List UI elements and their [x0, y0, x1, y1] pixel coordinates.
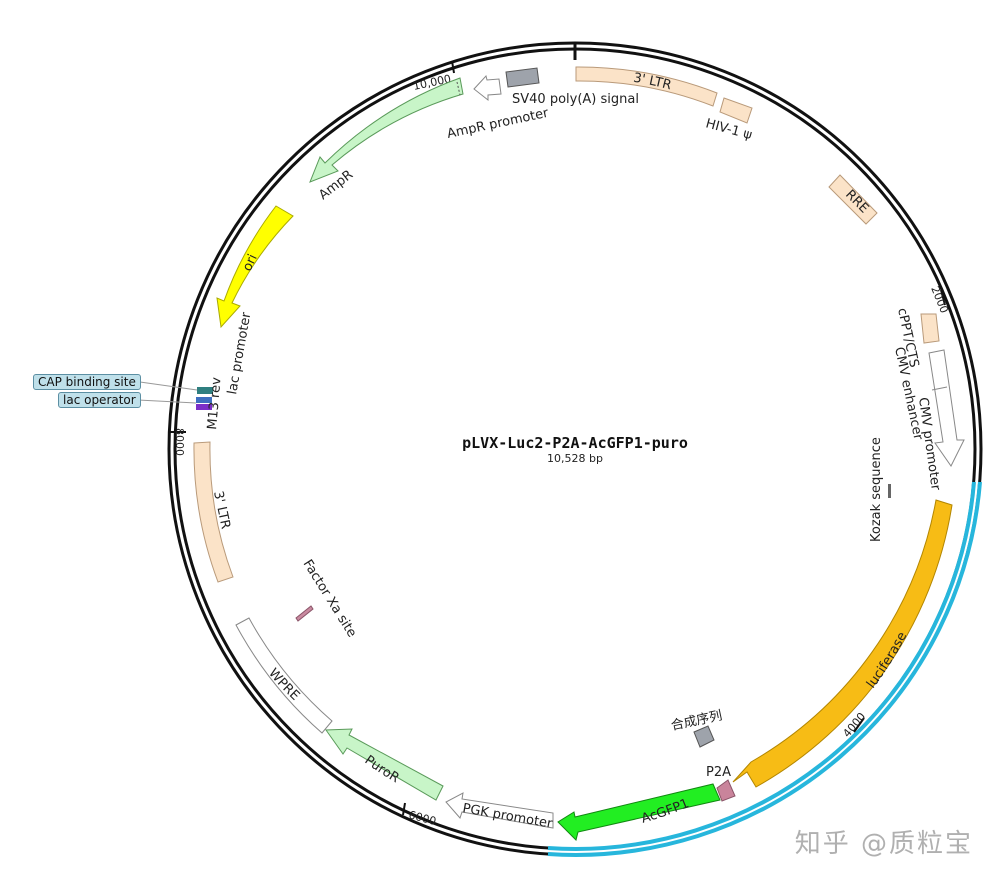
- label-lac-promoter: lac promoter: [225, 311, 254, 396]
- callout-lac-operator[interactable]: lac operator: [58, 392, 141, 408]
- svg-text:Kozak sequence: Kozak sequence: [869, 437, 884, 542]
- tick-6000: 6000: [402, 802, 438, 828]
- selected-region-inner: [547, 481, 976, 851]
- svg-text:ori: ori: [240, 252, 261, 274]
- svg-text:合成序列: 合成序列: [670, 708, 724, 733]
- feature-kozak[interactable]: Kozak sequence: [869, 437, 891, 542]
- feature-3-ltr-left[interactable]: 3' LTR: [193, 441, 234, 583]
- plasmid-name: pLVX-Luc2-P2A-AcGFP1-puro: [462, 434, 688, 452]
- watermark: 知乎 @质粒宝: [794, 829, 973, 859]
- label-m13-rev: M13 rev: [205, 376, 225, 430]
- svg-text:SV40 poly(A) signal: SV40 poly(A) signal: [512, 92, 639, 107]
- feature-lac-operator[interactable]: [196, 397, 212, 410]
- feature-ori[interactable]: ori: [216, 205, 294, 329]
- feature-p2a[interactable]: P2A: [706, 765, 736, 802]
- callout-line-lac: [137, 399, 197, 404]
- feature-factor-xa[interactable]: Factor Xa site: [295, 557, 360, 640]
- tick-label-8000: 8000: [173, 428, 186, 456]
- feature-sv40-polya[interactable]: SV40 poly(A) signal: [505, 67, 639, 107]
- plasmid-length: 10,528 bp: [547, 452, 603, 465]
- callout-line-cap: [139, 381, 198, 391]
- feature-cap-binding-site[interactable]: [197, 387, 213, 394]
- svg-text:3' LTR: 3' LTR: [632, 71, 673, 94]
- feature-rre[interactable]: RRE: [828, 174, 878, 225]
- tick-8000: 8000: [170, 428, 186, 456]
- feature-cmv[interactable]: [928, 349, 965, 467]
- svg-text:AmpR promoter: AmpR promoter: [446, 106, 551, 142]
- selected-region-outer: [547, 481, 982, 857]
- svg-text:P2A: P2A: [706, 765, 731, 780]
- feature-wpre[interactable]: WPRE: [235, 617, 333, 734]
- feature-puror[interactable]: PuroR: [325, 728, 444, 801]
- feature-synthetic-sequence[interactable]: 合成序列: [670, 708, 724, 748]
- callout-cap-binding-site[interactable]: CAP binding site: [33, 374, 141, 390]
- feature-pgk-promoter[interactable]: PGK promoter: [445, 792, 554, 832]
- feature-luciferase[interactable]: luciferase: [732, 499, 953, 788]
- svg-text:Factor Xa site: Factor Xa site: [300, 557, 360, 640]
